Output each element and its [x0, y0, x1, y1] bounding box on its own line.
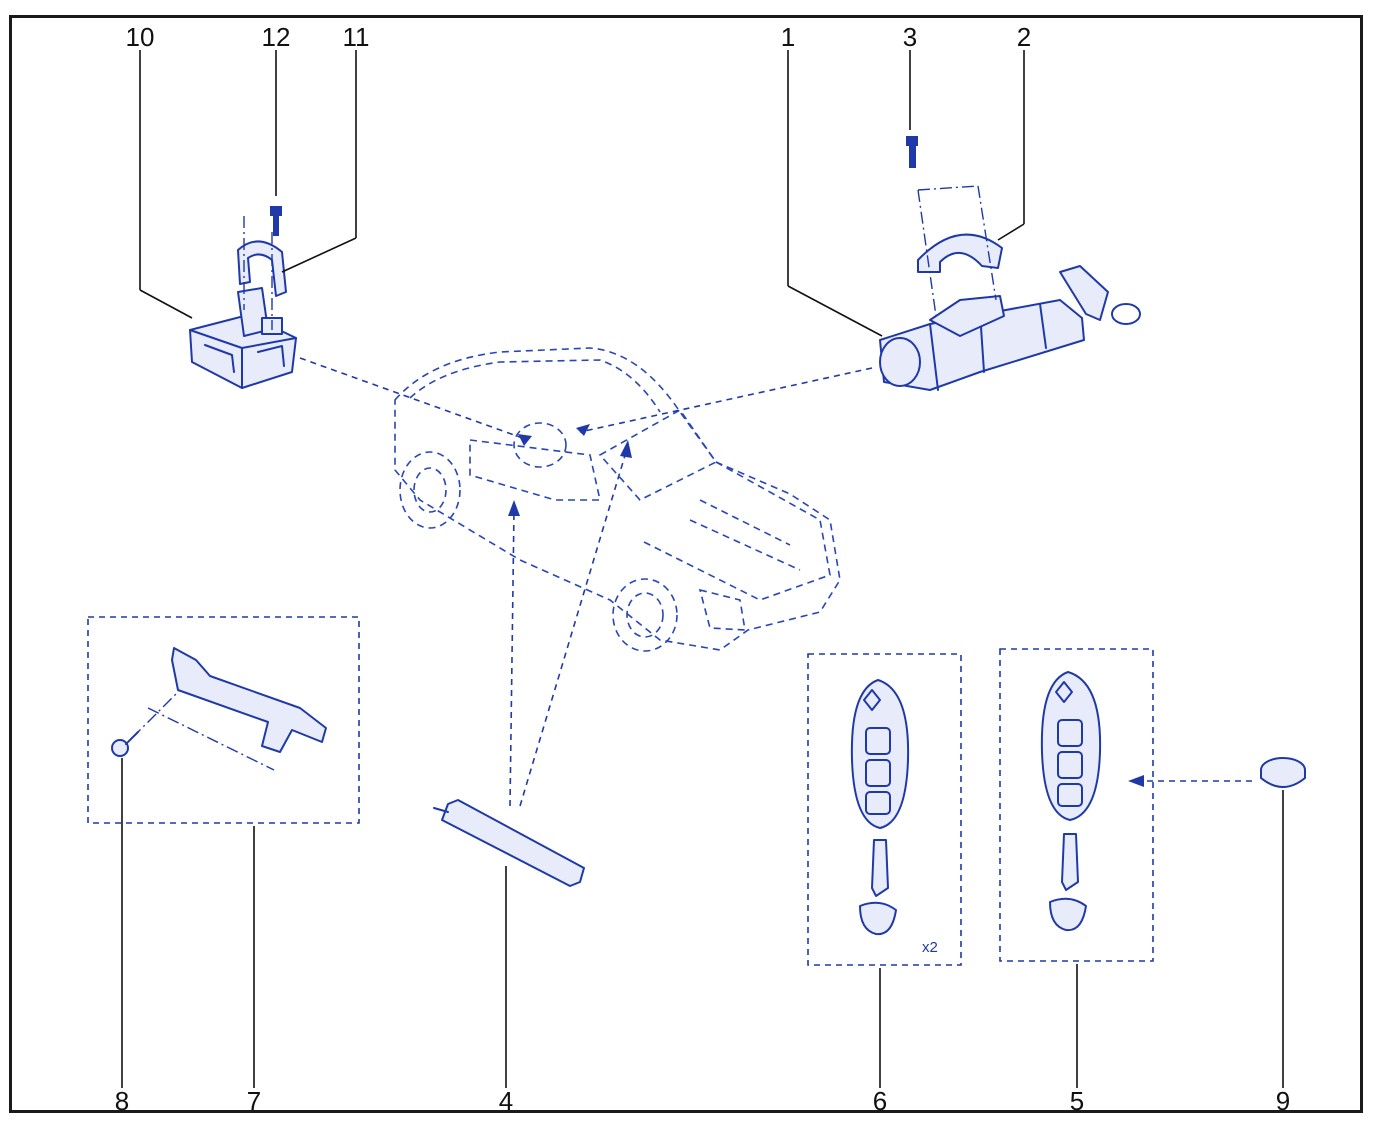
coin-battery — [1260, 757, 1306, 788]
diagram-frame — [9, 15, 1363, 1113]
steering-lock-module — [189, 287, 297, 389]
smart-key-group-box — [999, 648, 1154, 962]
callout-12: 12 — [262, 22, 291, 52]
smart-key-remote — [1040, 671, 1102, 932]
bracket-group-box — [87, 616, 360, 824]
callout-6: 6 — [873, 1086, 887, 1116]
lock-clamp-bracket — [237, 216, 287, 330]
callout-8: 8 — [115, 1086, 129, 1116]
callout-2: 2 — [1017, 22, 1031, 52]
assembly-lines — [299, 357, 1252, 807]
smart-key-group-box-x2 — [807, 653, 962, 966]
ignition-switch-assembly — [879, 265, 1141, 391]
lock-bolt — [270, 206, 282, 236]
callout-10: 10 — [126, 22, 155, 52]
vehicle-outline — [394, 347, 841, 652]
callout-9: 9 — [1276, 1086, 1290, 1116]
callout-3: 3 — [903, 22, 917, 52]
callout-4: 4 — [499, 1086, 513, 1116]
ignition-clamp — [917, 185, 1003, 317]
callout-5: 5 — [1070, 1086, 1084, 1116]
callout-labels: 10 12 11 1 3 2 8 7 4 6 5 9 — [115, 22, 1290, 1116]
callout-1: 1 — [781, 22, 795, 52]
callout-11: 11 — [343, 22, 370, 52]
transponder-chip — [433, 799, 585, 887]
mounting-bracket — [131, 647, 327, 771]
quantity-note: x2 — [922, 939, 938, 956]
leader-lines — [121, 50, 1284, 1088]
smart-key-remote-x2 — [850, 679, 910, 936]
callout-7: 7 — [247, 1086, 261, 1116]
bracket-bolt — [111, 731, 139, 757]
ignition-screw — [906, 136, 918, 168]
